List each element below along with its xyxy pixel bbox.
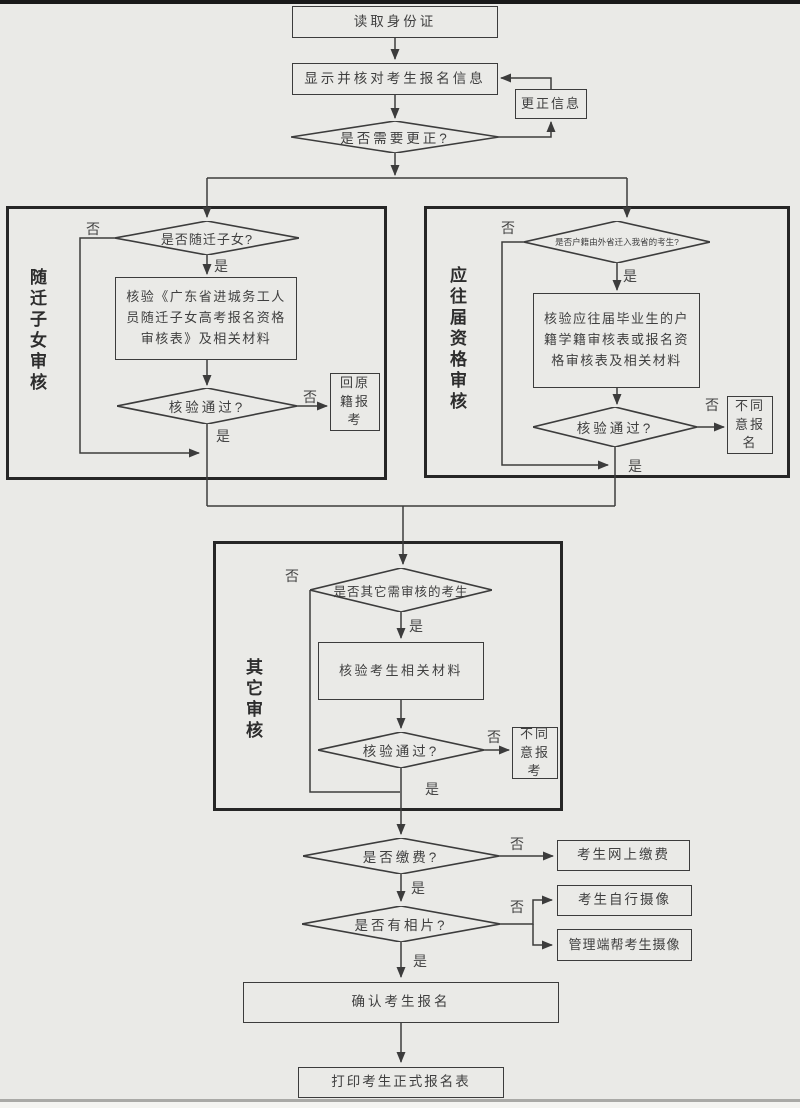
branch-no-label: 否 [285,568,299,584]
diamond-shape [524,221,710,263]
step-label: 不同意报考 [519,725,550,779]
decision-label: 是否随迁子女? [160,231,254,247]
step-label: 考生网上缴费 [577,847,670,863]
decision-need-correction: 是否需要更正? [291,121,499,153]
branch-yes-label: 是 [411,880,425,896]
decision-graduate-check-passed: 核验通过? [533,407,697,447]
branch-yes-label: 是 [413,953,427,969]
panel-graduate-qualification-review [424,206,790,478]
decision-label: 是否其它需审核的考生 [333,584,469,599]
step-read-id-card: 读取身份证 [292,6,498,38]
step-pay-online: 考生网上缴费 [557,840,690,871]
branch-no-label: 否 [86,221,100,237]
diamond-shape [533,407,697,447]
step-label: 回原籍报考 [339,374,370,428]
diamond-shape [291,121,499,153]
branch-no-label: 否 [510,899,524,915]
decision-other-check-passed: 核验通过? [318,732,484,768]
branch-yes-label: 是 [214,258,228,274]
decision-label: 核验通过? [362,744,440,759]
step-registration-denied-graduate: 不同意报名 [727,396,773,454]
branch-no-label: 否 [501,220,515,236]
decision-label: 是否缴费? [362,850,440,865]
branch-no-label: 否 [510,836,524,852]
diamond-shape [115,221,299,255]
step-label: 显示并核对考生报名信息 [304,70,486,86]
decision-label: 是否有相片? [354,918,448,933]
panel-migrant-children-review [6,206,387,480]
decision-fee-paid: 是否缴费? [303,838,499,874]
step-verify-candidate-materials: 核验考生相关材料 [318,642,484,700]
decision-is-migrant-child: 是否随迁子女? [115,221,299,255]
decision-label: 核验通过? [168,400,246,415]
step-label: 读取身份证 [353,13,437,29]
diamond-shape [310,568,492,612]
step-registration-denied-other: 不同意报考 [512,725,558,779]
panel-title-graduate: 应往届资格审核 [447,266,466,413]
diamond-shape [303,838,499,874]
diamond-shape [117,388,297,424]
step-confirm-registration: 确认考生报名 [243,982,559,1023]
step-label: 核验应往届毕业生的户籍学籍审核表或报名资格审核表及相关材料 [543,311,689,368]
step-correct-info: 更正信息 [515,89,587,119]
decision-other-review-needed: 是否其它需审核的考生 [310,568,492,612]
step-print-registration-form: 打印考生正式报名表 [298,1067,504,1098]
branch-yes-label: 是 [628,458,642,474]
branch-yes-label: 是 [409,618,423,634]
step-label: 确认考生报名 [351,994,451,1010]
panel-other-review [213,541,563,811]
photo-bottom-edge [0,1102,800,1108]
diamond-shape [318,732,484,768]
step-photo-by-admin: 管理端帮考生摄像 [557,929,692,961]
decision-migrant-check-passed: 核验通过? [117,388,297,424]
photo-bottom-edge-line [0,1099,800,1102]
step-photo-by-candidate: 考生自行摄像 [557,885,692,916]
photo-top-edge [0,0,800,4]
decision-household-moved-from-other-province: 是否户籍由外省迁入我省的考生? [524,221,710,263]
branch-yes-label: 是 [425,781,439,797]
branch-no-label: 否 [487,729,501,745]
branch-yes-label: 是 [623,268,637,284]
decision-label: 是否户籍由外省迁入我省的考生? [555,237,679,247]
branch-yes-label: 是 [216,428,230,444]
decision-label: 核验通过? [576,421,654,436]
step-label: 考生自行摄像 [578,892,671,908]
step-verify-graduate-forms: 核验应往届毕业生的户籍学籍审核表或报名资格审核表及相关材料 [533,293,700,388]
step-label: 核验考生相关材料 [338,663,463,679]
step-label: 管理端帮考生摄像 [568,937,681,953]
step-label: 核验《广东省进城务工人员随迁子女高考报名资格审核表》及相关材料 [126,289,286,346]
step-verify-migrant-form: 核验《广东省进城务工人员随迁子女高考报名资格审核表》及相关材料 [115,277,297,360]
step-label: 打印考生正式报名表 [331,1074,471,1090]
decision-label: 是否需要更正? [340,131,450,146]
decision-has-photo: 是否有相片? [302,906,500,942]
panel-title-other: 其它审核 [243,658,262,742]
step-display-verify-info: 显示并核对考生报名信息 [292,63,498,95]
diamond-shape [302,906,500,942]
step-label: 更正信息 [520,96,581,112]
step-return-origin-register: 回原籍报考 [330,373,380,431]
panel-title-migrant: 随迁子女审核 [27,268,46,394]
branch-no-label: 否 [303,389,317,405]
branch-no-label: 否 [705,397,719,413]
step-label: 不同意报名 [734,397,765,451]
